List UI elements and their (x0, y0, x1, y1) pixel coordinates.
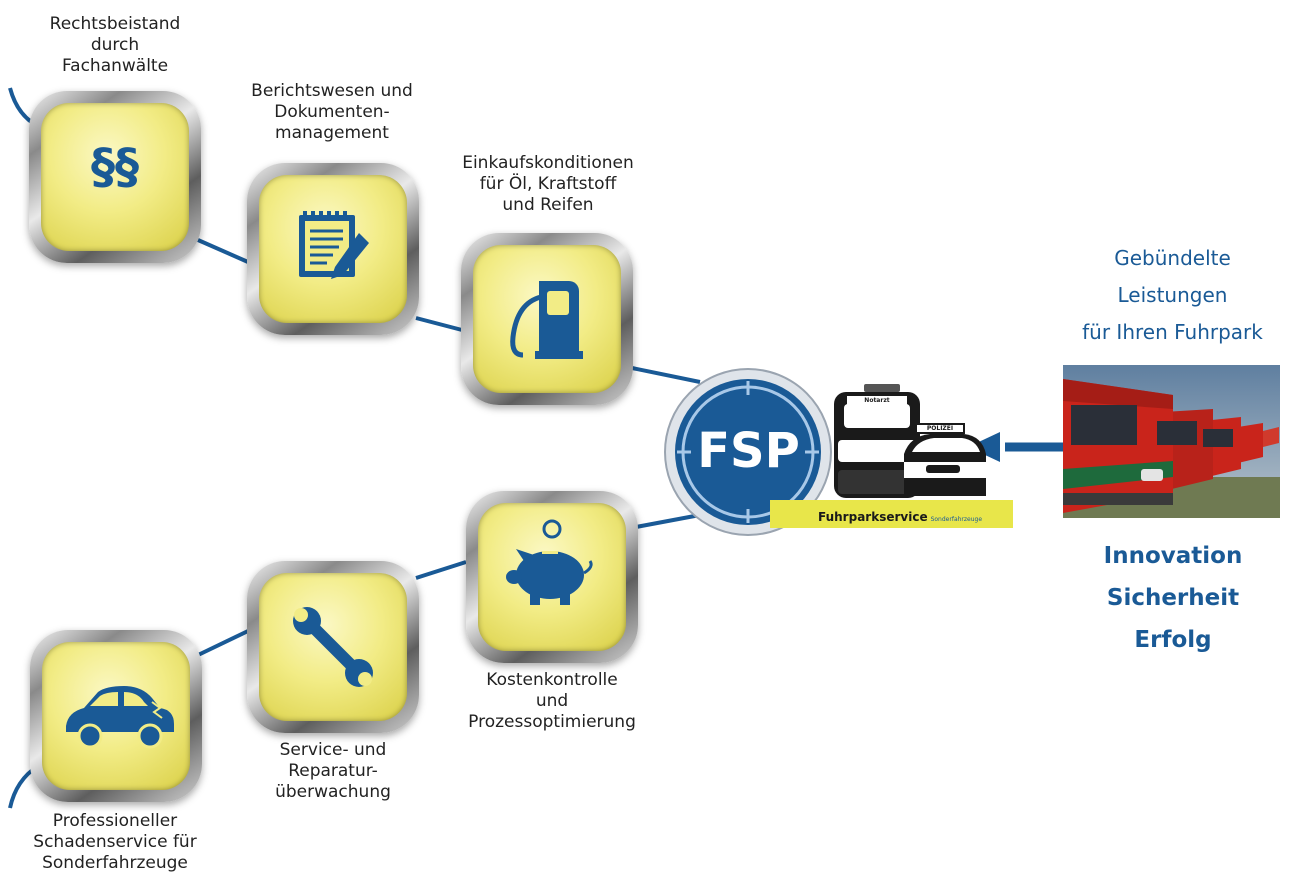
motto: Innovation Sicherheit Erfolg (1103, 543, 1243, 653)
fleet-photo (1063, 365, 1280, 518)
connector-service-to-damage (195, 629, 249, 658)
fleet-photo-graphic (1063, 365, 1280, 518)
label-cost: Kostenkontrolle und Prozessoptimierung (468, 670, 636, 732)
tile-damage (30, 630, 202, 802)
connector-reporting-to-purchasing (415, 316, 463, 332)
fsp-monogram: FSP (697, 423, 800, 479)
fsp-brand-name: Fuhrparkservice (818, 510, 928, 524)
tagline: Gebündelte Leistungen für Ihren Fuhrpark (1082, 246, 1263, 344)
connector-logo-to-cost (635, 513, 701, 529)
wrench-icon (293, 607, 373, 687)
connector-cost-to-service (415, 560, 467, 580)
piggy-bank-icon (506, 519, 593, 605)
label-reporting: Berichtswesen und Dokumenten- management (251, 81, 413, 143)
label-service: Service- und Reparatur- überwachung (275, 740, 391, 802)
label-purchasing: Einkaufskonditionen für Öl, Kraftstoff u… (462, 153, 634, 215)
vehicle-sign-police: POLIZEI (926, 425, 954, 432)
notepad-pencil-icon (299, 211, 369, 279)
connector-legal-to-reporting (197, 238, 249, 264)
label-legal: Rechtsbeistand durch Fachanwälte (49, 14, 181, 76)
tile-service (247, 561, 419, 733)
fsp-badge-icon (664, 368, 832, 536)
car-icon (66, 686, 174, 749)
ambulance-icon (834, 384, 920, 498)
tile-legal: §§ (29, 91, 201, 263)
police-car-icon (904, 423, 986, 496)
vehicle-sign-ambulance: Notarzt (864, 397, 890, 404)
paragraph-icon: §§ (91, 139, 139, 195)
arrowhead-icon (968, 432, 1000, 462)
tile-purchasing (461, 233, 633, 405)
tile-reporting (247, 163, 419, 335)
tile-cost (466, 491, 638, 663)
fuel-pump-icon (510, 281, 583, 359)
connector-purchasing-to-logo (631, 366, 701, 384)
label-damage: Professioneller Schadenservice für Sonde… (33, 811, 197, 873)
fsp-brand-suffix: Sonderfahrzeuge (930, 516, 983, 523)
